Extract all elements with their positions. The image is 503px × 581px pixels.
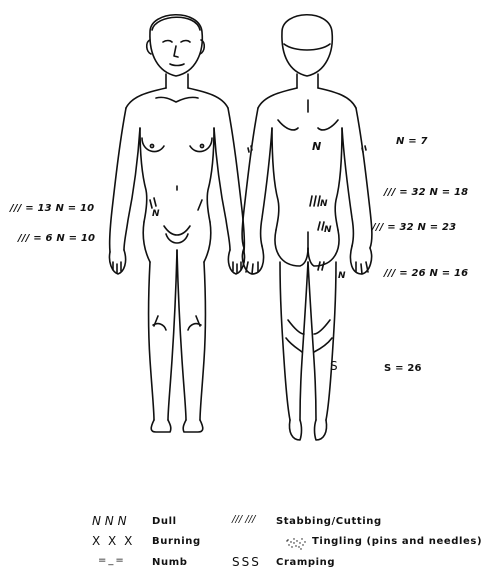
dull-symbol: N N N — [92, 514, 127, 528]
back-mid2-annotation: /// = 32 N = 23 — [372, 222, 456, 233]
front-upper-annotation: /// = 13 N = 10 — [10, 203, 94, 214]
cramping-symbol: SSS — [232, 555, 261, 569]
back-lower-mark: N — [320, 199, 328, 209]
numb-symbol: =_= — [98, 555, 126, 566]
calf-cramp-mark: S — [330, 359, 338, 373]
back-thigh-mark: N — [338, 271, 346, 281]
back-buttock-mark: N — [324, 225, 332, 235]
dull-label: Dull — [152, 516, 177, 527]
back-body-outline — [242, 15, 372, 440]
front-body-outline — [109, 15, 244, 432]
stabbing-label: Stabbing/Cutting — [276, 516, 382, 527]
tingling-label: Tingling (pins and needles) — [312, 536, 482, 547]
tingling-stipple-icon — [286, 538, 305, 549]
burning-label: Burning — [152, 536, 201, 547]
pain-marks — [150, 146, 366, 334]
back-mid3-annotation: /// = 26 N = 16 — [384, 268, 468, 279]
numb-label: Numb — [152, 557, 187, 568]
cramping-label: Cramping — [276, 557, 335, 568]
front-lower-annotation: /// = 6 N = 10 — [18, 233, 95, 244]
back-dull-mark: N — [312, 140, 321, 153]
stabbing-symbol: /// /// — [232, 514, 255, 525]
burning-symbol: X X X — [92, 534, 134, 548]
back-mid1-annotation: /// = 32 N = 18 — [384, 187, 468, 198]
back-upper-annotation: N = 7 — [396, 136, 428, 147]
cramping-annotation: S = 26 — [384, 363, 422, 374]
front-abdomen-mark: N — [152, 209, 160, 219]
